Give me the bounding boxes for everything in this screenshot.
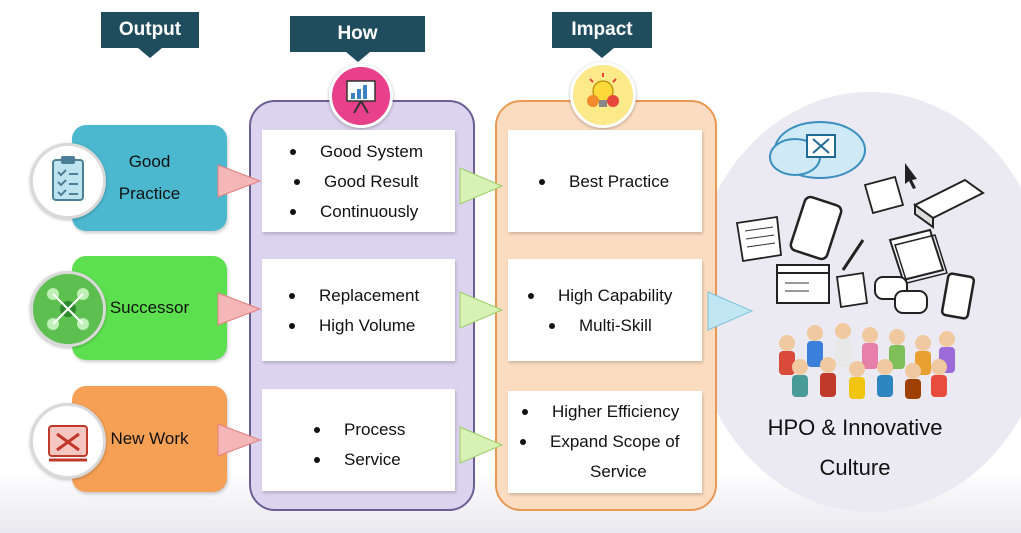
people-group-icon [779,323,955,399]
impact-card-3: Higher Efficiency Expand Scope of Servic… [508,391,702,493]
impact-item: Expand Scope of [520,427,702,457]
cloud-tools-icon [769,121,866,179]
output-good-practice-line1: Good [128,152,171,171]
clipboard-icon [30,143,106,219]
people-network-icon [30,271,106,347]
impact-item: High Capability [528,281,702,311]
how-item: Continuously [290,197,455,227]
how-card-2: Replacement High Volume [262,259,455,361]
presentation-chart-icon [329,64,393,128]
header-impact: Impact [552,12,652,58]
arrow-impact-culture [707,291,754,331]
result-line2: Culture [819,455,891,480]
how-card-1: Good System Good Result Continuously [262,130,455,232]
arrow-how-impact-1 [459,167,504,205]
book-icon [913,178,985,229]
how-item: Replacement [289,281,455,311]
arrow-how-impact-3 [459,426,504,464]
impact-card-2: High Capability Multi-Skill [508,259,702,361]
impact-item: Multi-Skill [549,311,702,341]
output-successor-label: Successor [109,298,190,317]
result-line1: HPO & Innovative [767,415,943,440]
output-new-work-label: New Work [110,429,189,448]
notebook-icon [888,228,948,284]
header-output: Output [101,12,199,58]
how-item: High Volume [289,311,455,341]
how-item: Service [314,445,455,475]
browser-window-icon [776,264,830,304]
impact-item: Higher Efficiency [522,397,702,427]
arrow-output-how-1 [217,164,262,198]
output-good-practice-line2: Practice [118,184,181,203]
how-item: Process [314,415,455,445]
arrow-output-how-3 [217,423,262,457]
phone-icon [940,272,976,320]
culture-illustration [735,121,985,399]
impact-item: Best Practice [539,167,702,197]
arrow-output-how-2 [217,292,262,326]
how-item: Good System [290,137,455,167]
impact-card-1: Best Practice [508,130,702,232]
tablet-icon [789,195,843,261]
how-card-3: Process Service [262,389,455,491]
impact-item: Service [590,462,647,481]
arrow-how-impact-2 [459,291,504,329]
lightbulb-gears-icon [570,62,636,128]
tools-book-icon [30,403,106,479]
chat-icon [874,276,928,314]
how-item: Good Result [294,167,455,197]
header-how: How [290,16,425,62]
